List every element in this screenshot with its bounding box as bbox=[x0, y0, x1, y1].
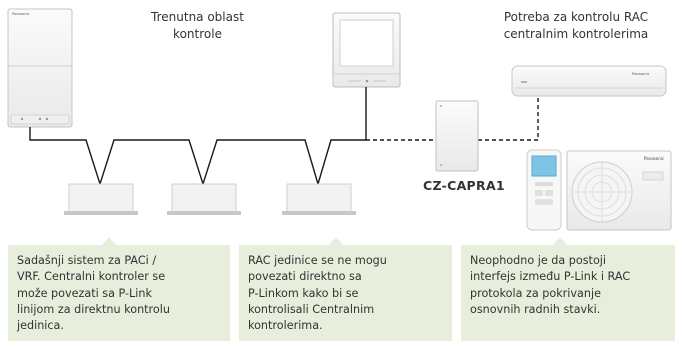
caption-box-current-system: Sadašnji sistem za PACi / VRF. Centralni… bbox=[8, 237, 230, 341]
p-link-line bbox=[29, 87, 367, 187]
adapter-box bbox=[435, 100, 479, 172]
caption-box-interface-need: Neophodno je da postoji interfejs između… bbox=[461, 237, 675, 341]
caption-box-rac-limitation: RAC jedinice se ne mogu povezati direktn… bbox=[239, 237, 452, 341]
adapter-model-label: CZ-CAPRA1 bbox=[423, 178, 505, 193]
caption-text-rac-limitation: RAC jedinice se ne mogu povezati direktn… bbox=[248, 254, 387, 333]
dashed-link-wall bbox=[478, 82, 539, 141]
current-control-area-label: Trenutna oblast kontrole bbox=[151, 10, 244, 41]
caption-text-current-system: Sadašnji sistem za PACi / VRF. Centralni… bbox=[17, 254, 170, 333]
rac-control-need-label: Potreba za kontrolu RAC centralnim kontr… bbox=[503, 10, 649, 41]
cassette-unit-1 bbox=[64, 183, 138, 215]
cassette-unit-2 bbox=[167, 183, 241, 215]
cassette-unit-3 bbox=[282, 183, 356, 215]
tower-brand-logo: Panasonic bbox=[12, 12, 30, 16]
remote-controller bbox=[526, 149, 562, 231]
caption-text-interface-need: Neophodno je da postoji interfejs između… bbox=[470, 254, 631, 316]
wall-rac-unit: Panasonic bbox=[511, 65, 667, 97]
vrf-tower-unit: Panasonic bbox=[7, 8, 73, 128]
wall-brand-logo: Panasonic bbox=[632, 72, 650, 76]
outdoor-rac-unit: Panasonic bbox=[566, 150, 672, 231]
central-controller bbox=[332, 12, 401, 88]
outdoor-brand-logo: Panasonic bbox=[644, 156, 664, 161]
